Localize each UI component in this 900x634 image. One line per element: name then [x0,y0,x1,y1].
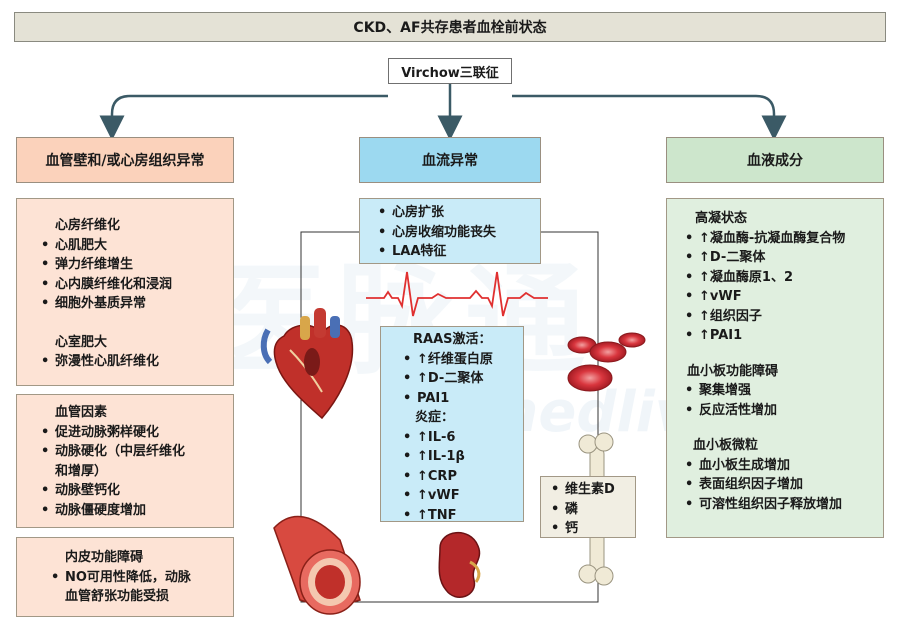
list-item: ↑D-二聚体 [403,369,517,389]
list-item: 动脉硬化（中层纤维化 [41,442,225,462]
list-item: 动脉壁钙化 [41,481,225,501]
list-item: PAI1 [403,389,517,409]
red-blood-cells-illustration [567,332,646,392]
middle-panel-atrial: 心房扩张 心房收缩功能丧失 LAA特征 [359,198,541,264]
list-endothelial: NO可用性降低，动脉 血管舒张功能受损 [51,568,225,607]
heart-illustration [260,308,354,420]
list-item: ↑凝血酶原1、2 [685,268,877,288]
list-item: 弥漫性心肌纤维化 [41,352,225,372]
list-item: ↑PAI1 [685,326,877,346]
list-item: 可溶性组织因子释放增加 [685,495,877,515]
list-item: 反应活性增加 [685,401,877,421]
list-item: 心房扩张 [378,203,534,223]
group-title-vascular-factors: 血管因素 [55,405,108,420]
list-item: 心房收缩功能丧失 [378,223,534,243]
list-item: 弹力纤维增生 [41,255,225,275]
list-item: ↑CRP [403,467,517,487]
list-inflammation: ↑IL-6 ↑IL-1β ↑CRP ↑vWF ↑TNF [403,428,517,526]
list-item: 聚集增强 [685,381,877,401]
list-item: ↑D-二聚体 [685,248,877,268]
group-title-atrial-fibrosis: 心房纤维化 [55,218,121,233]
page-title: CKD、AF共存患者血栓前状态 [14,12,886,42]
list-item-continuation: 和增厚） [55,463,108,479]
list-atrial-flow: 心房扩张 心房收缩功能丧失 LAA特征 [378,203,534,262]
list-item: ↑IL-1β [403,447,517,467]
header-vessel-wall: 血管壁和/或心房组织异常 [16,137,234,183]
middle-panel-raas-inflammation: RAAS激活： ↑纤维蛋白原 ↑D-二聚体 PAI1 炎症： ↑IL-6 ↑IL… [380,326,524,525]
list-hypercoagulable: ↑凝血酶-抗凝血酶复合物 ↑D-二聚体 ↑凝血酶原1、2 ↑vWF ↑组织因子 … [685,229,877,346]
list-item: 血小板生成增加 [685,456,877,476]
kidney-illustration [438,531,481,598]
list-item-continuation: 血管舒张功能受损 [65,589,170,604]
header-blood-components: 血液成分 [666,137,884,183]
list-item: 心肌肥大 [41,236,225,256]
list-item: LAA特征 [378,242,534,262]
list-item: 细胞外基质异常 [41,294,225,314]
virchow-triad-box: Virchow三联征 [388,58,512,84]
left-panel-endothelial: 内皮功能障碍 NO可用性降低，动脉 血管舒张功能受损 [16,537,234,617]
list-minerals: 维生素D 磷 钙 [551,480,631,539]
list-item: 促进动脉粥样硬化 [41,423,225,443]
list-item: ↑凝血酶-抗凝血酶复合物 [685,229,877,249]
artery-illustration [273,515,361,615]
right-panel-blood-components: 高凝状态 ↑凝血酶-抗凝血酶复合物 ↑D-二聚体 ↑凝血酶原1、2 ↑vWF ↑… [666,198,884,538]
left-panel-atrial-ventricular: 心房纤维化 心肌肥大 弹力纤维增生 心内膜纤维化和浸润 细胞外基质异常 心室肥大… [16,198,234,386]
list-item: 钙 [551,519,631,539]
list-item: ↑TNF [403,506,517,526]
middle-panel-minerals: 维生素D 磷 钙 [540,476,636,538]
list-raas: ↑纤维蛋白原 ↑D-二聚体 PAI1 [403,350,517,409]
group-title-platelet-microparticles: 血小板微粒 [693,438,759,453]
group-title-inflammation: 炎症： [415,410,455,425]
list-item: 表面组织因子增加 [685,475,877,495]
group-title-raas: RAAS激活： [413,332,492,347]
list-item: 维生素D [551,480,631,500]
list-item: 磷 [551,500,631,520]
list-item: 心内膜纤维化和浸润 [41,275,225,295]
list-item: 动脉僵硬度增加 [41,501,225,521]
list-item: NO可用性降低，动脉 [51,568,225,588]
group-title-platelet-dysfunction: 血小板功能障碍 [687,363,779,379]
group-title-endothelial: 内皮功能障碍 [65,550,144,565]
list-item: ↑IL-6 [403,428,517,448]
list-platelet-dysfunction: 聚集增强 反应活性增加 [685,381,877,420]
header-blood-flow: 血流异常 [359,137,541,183]
list-item: ↑纤维蛋白原 [403,350,517,370]
list-item: ↑组织因子 [685,307,877,327]
group-title-hypercoagulable: 高凝状态 [695,211,748,226]
group-title-ventricular-hypertrophy: 心室肥大 [55,334,108,350]
list-ventricular-hypertrophy: 弥漫性心肌纤维化 [41,352,225,372]
left-panel-vascular-factors: 血管因素 促进动脉粥样硬化 动脉硬化（中层纤维化 和增厚） 动脉壁钙化 动脉僵硬… [16,394,234,528]
list-platelet-microparticles: 血小板生成增加 表面组织因子增加 可溶性组织因子释放增加 [685,456,877,515]
list-item: ↑vWF [685,287,877,307]
list-vascular-factors: 促进动脉粥样硬化 动脉硬化（中层纤维化 和增厚） 动脉壁钙化 动脉僵硬度增加 [41,423,225,521]
list-item: ↑vWF [403,486,517,506]
list-atrial-fibrosis: 心肌肥大 弹力纤维增生 心内膜纤维化和浸润 细胞外基质异常 [41,236,225,314]
ecg-trace [366,271,548,317]
connector-arrows [99,84,787,141]
